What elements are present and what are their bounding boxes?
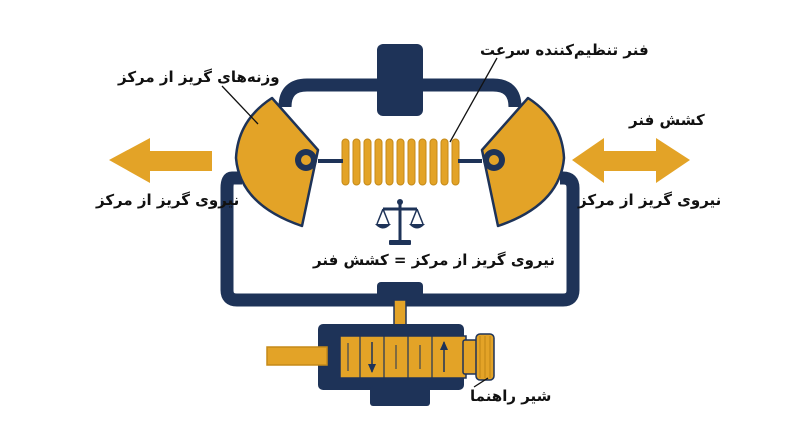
spring-leader-line — [449, 57, 498, 143]
label-centrifugal-left: نیروی گریز از مرکز — [96, 191, 240, 209]
right-flyweight — [480, 96, 566, 228]
bottom-coupler — [377, 282, 423, 304]
left-flyweight — [234, 96, 320, 228]
label-pilot-valve: شیر راهنما — [470, 387, 552, 405]
pilot-valve — [266, 324, 495, 406]
valve-rod — [266, 346, 328, 366]
arrow-double-icon — [572, 138, 690, 183]
weights-leader-line — [221, 85, 259, 125]
frame-top-arm — [278, 78, 522, 108]
label-flyweights: وزنه‌های گریز از مرکز — [118, 68, 280, 86]
label-speeder-spring: فنر تنظیم‌کننده سرعت — [480, 41, 649, 59]
arrow-left-icon — [109, 138, 212, 183]
label-spring-tension: کشش فنر — [629, 111, 705, 129]
valve-leader-line — [473, 377, 489, 388]
speeder-spring — [318, 138, 482, 186]
label-centrifugal-right: نیروی گریز از مرکز — [578, 191, 722, 209]
balance-scale-icon — [375, 199, 425, 245]
valve-spool — [339, 335, 467, 379]
label-balance-equation: نیروی گریز از مرکز = کشش فنر — [313, 251, 555, 269]
